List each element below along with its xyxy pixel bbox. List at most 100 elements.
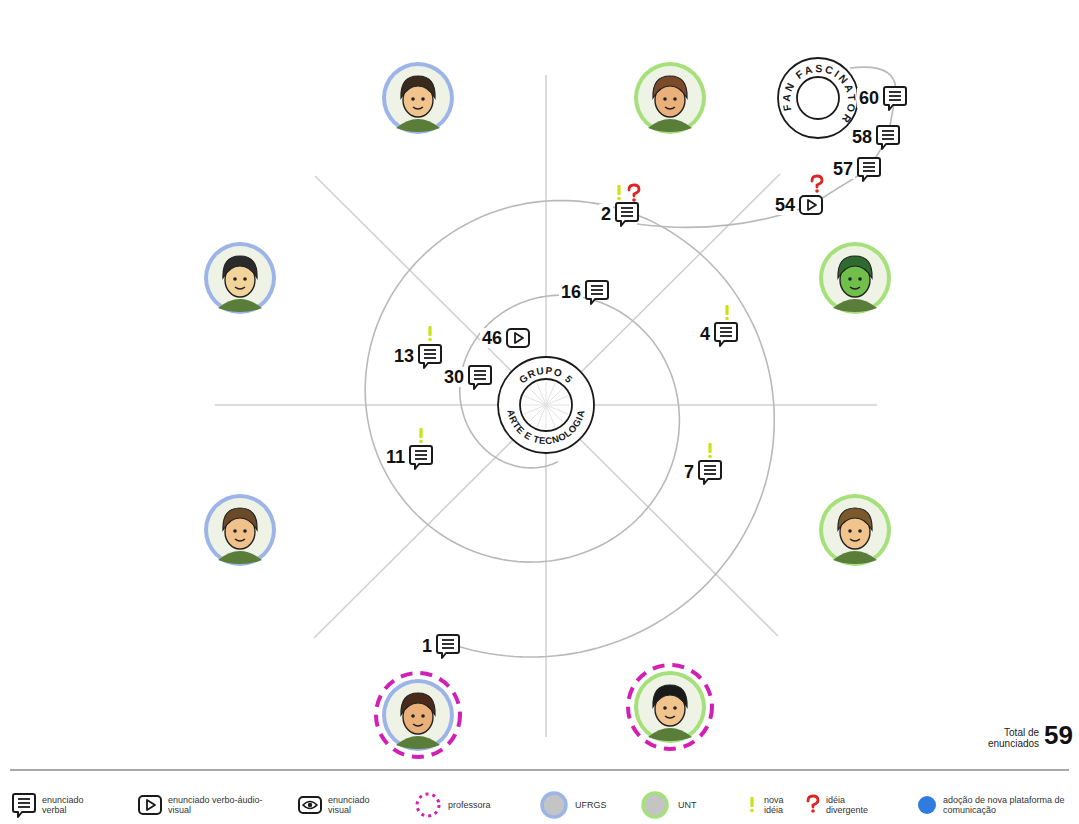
legend-swatch: [542, 793, 566, 817]
avatar-mouth: [850, 287, 860, 289]
bubble-outline: [699, 461, 721, 484]
avatar-body: [833, 551, 877, 564]
avatar-hair: [838, 256, 872, 278]
bubble-line: [474, 370, 486, 372]
bubble-line: [424, 349, 436, 351]
bubble-line: [863, 162, 875, 164]
play-triangle: [808, 200, 816, 210]
callout-number: 54: [773, 195, 797, 215]
avatar-ring: [204, 242, 276, 314]
avatar-eye: [848, 277, 852, 281]
new-idea-mark: [708, 443, 712, 458]
verbal-icon: [616, 203, 638, 226]
legend-swatch: [918, 796, 936, 814]
legend-swatch: [643, 793, 667, 817]
bubble-line: [442, 647, 454, 649]
text-arc: [790, 72, 848, 130]
group-hub: GRUPO 5ARTE E TECNOLOGIA: [494, 353, 598, 457]
visual-icon: [299, 797, 321, 813]
verbal-icon: [437, 635, 459, 658]
bubble-line: [442, 643, 454, 645]
play-triangle: [515, 333, 523, 343]
outer-circle: [778, 58, 858, 138]
avatar-eye: [421, 97, 425, 101]
avatar-eye: [233, 529, 237, 533]
avatar-mouth: [235, 539, 245, 541]
bubble-line: [621, 207, 633, 209]
avatar-eye: [663, 97, 667, 101]
avatar: [204, 494, 276, 566]
avatar-eye: [243, 277, 247, 281]
bubble-line: [863, 170, 875, 172]
verbal-icon: [699, 461, 721, 484]
legend-text: idéia divergente: [826, 795, 880, 815]
outer-circle: [498, 357, 594, 453]
mark-dot: [419, 440, 423, 444]
bubble-line: [424, 353, 436, 355]
callout-number: 7: [682, 462, 696, 482]
bubble-outline: [715, 323, 737, 346]
callout-number: 2: [599, 204, 613, 224]
avatar-hair: [653, 76, 687, 98]
avatar-eye: [411, 714, 415, 718]
verbal-icon: [469, 366, 491, 389]
avatar-eye: [858, 277, 862, 281]
fan-title: FAN FASCINATOR: [780, 62, 859, 127]
ring-outline: FAN FASCINATOR: [774, 54, 862, 142]
bubble-line: [415, 454, 427, 456]
bubble-outline: [884, 87, 906, 110]
bubble-line: [882, 138, 894, 140]
mark-bar: [428, 326, 431, 336]
bubble-line: [18, 806, 30, 808]
avatar: [819, 242, 891, 314]
bubble-line: [720, 327, 732, 329]
video-icon: [139, 796, 161, 814]
new-idea-mark: [617, 185, 621, 200]
bubble-line: [18, 798, 30, 800]
legend-text: enunciado verbo-áudio-visual: [168, 795, 268, 815]
avatar-body: [833, 299, 877, 312]
spiral-path: [365, 201, 774, 658]
video-icon: [800, 196, 822, 214]
callout-number: 30: [442, 367, 466, 387]
legend-swatch: [417, 794, 439, 816]
new-idea-mark: [419, 428, 423, 443]
bubble-line: [621, 215, 633, 217]
bubble-line: [704, 469, 716, 471]
bubble-outline: [469, 366, 491, 389]
avatar-ring: [204, 494, 276, 566]
callout-number: 60: [857, 88, 881, 108]
avatar-mouth: [413, 724, 423, 726]
legend-text: UNT: [678, 800, 718, 810]
new-idea-mark: [750, 797, 754, 812]
avatar-ring: [634, 671, 706, 743]
icon-layer: [13, 62, 936, 817]
bubble-line: [424, 357, 436, 359]
avatar-hair: [653, 685, 687, 707]
avatar-hair: [223, 256, 257, 278]
callout-number: 4: [698, 324, 712, 344]
eye-shape: [303, 802, 317, 809]
hub-title: GRUPO 5: [517, 365, 575, 386]
radial-lines: [215, 75, 877, 737]
inner-circle: [797, 77, 839, 119]
hub-title: GRUPO 5: [517, 365, 575, 386]
video-frame: [139, 796, 161, 814]
mark-dot: [811, 809, 815, 813]
eye-pupil: [308, 803, 312, 807]
avatar-hair: [401, 693, 435, 715]
bubble-line: [415, 458, 427, 460]
mark-dot: [750, 809, 754, 813]
ring-outline: GRUPO 5ARTE E TECNOLOGIA: [494, 353, 598, 457]
legend-text: professora: [448, 800, 508, 810]
bubble-line: [591, 289, 603, 291]
bubble-line: [621, 211, 633, 213]
avatar-ring: [382, 679, 454, 751]
verbal-icon: [586, 281, 608, 304]
new-idea-mark: [725, 305, 729, 320]
avatar-ring: [382, 62, 454, 134]
bubble-outline: [13, 794, 35, 817]
mark-hook: [629, 185, 639, 196]
callout-number: 46: [480, 328, 504, 348]
verbal-icon: [715, 323, 737, 346]
